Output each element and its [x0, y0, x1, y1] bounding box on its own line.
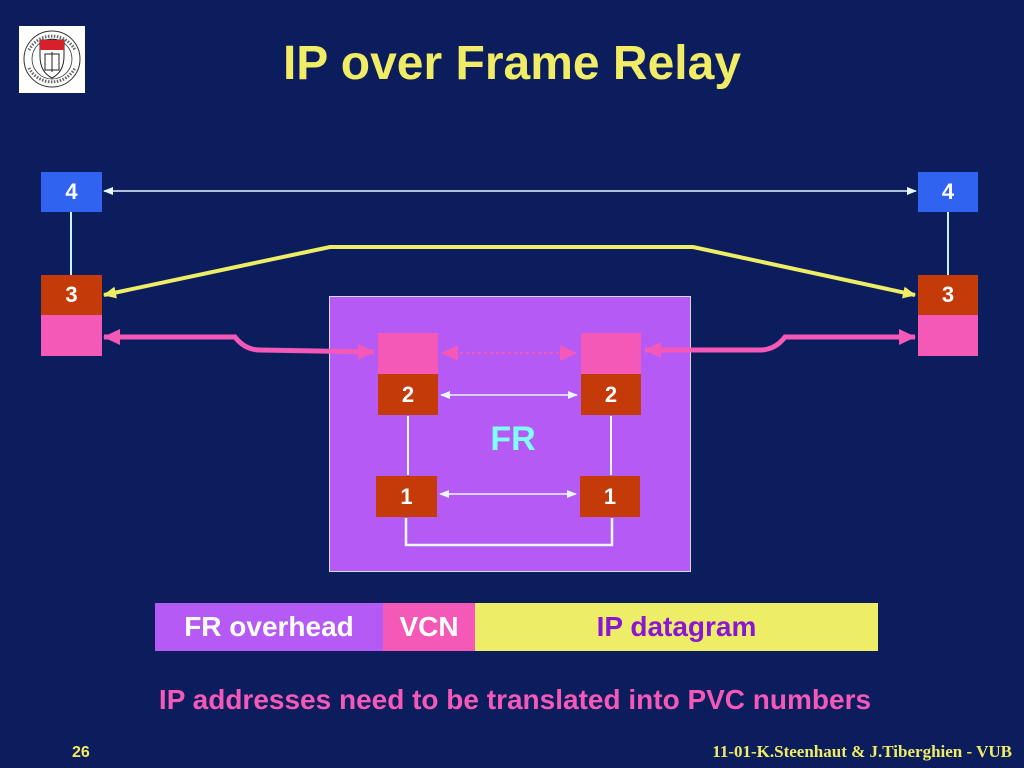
fr-right-node-layer2: 2 [581, 374, 641, 415]
fr-left-node-layer2: 2 [378, 374, 438, 415]
left-access-link [103, 329, 375, 360]
left-host-layer4: 4 [41, 172, 102, 212]
slide-credit: 11-01-K.Steenhaut & J.Tiberghien - VUB [712, 742, 1012, 761]
university-logo [19, 26, 85, 93]
frame-segment-ip-datagram: IP datagram [475, 603, 878, 651]
network-label: FR [490, 420, 536, 458]
right-access-link [644, 329, 916, 358]
frame-segment-overhead: FR overhead [155, 603, 383, 651]
left-host-layer3: 3 [41, 275, 102, 315]
slide-caption: IP addresses need to be translated into … [158, 684, 872, 715]
left-host-layer2 [41, 315, 102, 356]
university-seal-icon [23, 30, 81, 88]
frame-format: FR overhead VCN IP datagram [155, 603, 878, 651]
right-host-layer4: 4 [918, 172, 978, 212]
fr-right-node-layer1: 1 [580, 476, 640, 517]
frame-segment-vcn: VCN [383, 603, 475, 651]
fr-left-node-layer1: 1 [376, 476, 437, 517]
right-host-layer2 [918, 315, 978, 356]
physical-link [404, 518, 614, 547]
slide-title: IP over Frame Relay [282, 37, 742, 90]
fr-right-node-vc [581, 333, 641, 374]
fr-left-node-vc [378, 333, 438, 374]
layer3-link [103, 245, 916, 299]
page-number: 26 [72, 744, 90, 761]
right-host-layer3: 3 [918, 275, 978, 315]
